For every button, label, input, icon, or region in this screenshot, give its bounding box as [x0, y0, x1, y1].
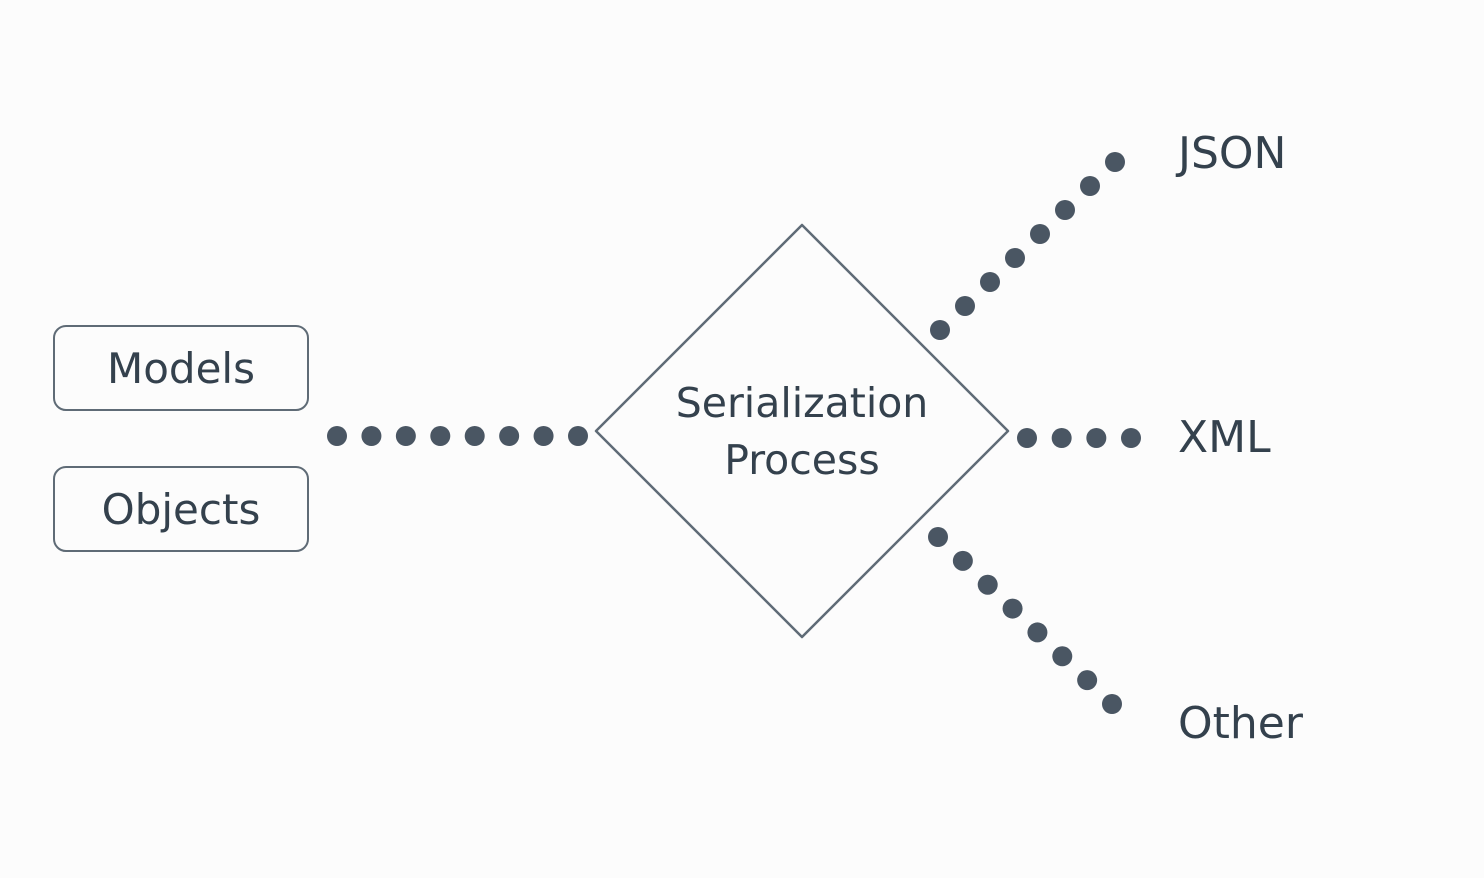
connector-dot: [1121, 428, 1141, 448]
process-diamond: [594, 223, 1010, 639]
connector-dot: [928, 527, 948, 547]
connectors: [327, 152, 1141, 714]
connector-dot: [568, 426, 588, 446]
output-label-xml: XML: [1178, 412, 1271, 463]
connector-dot: [499, 426, 520, 446]
process-label-line1: Serialization: [675, 379, 929, 427]
input-label-models: Models: [107, 343, 255, 393]
input-connector: [327, 426, 588, 446]
connector-dot: [1030, 224, 1050, 244]
input-box-objects: Objects: [53, 466, 309, 552]
connector-dot: [1051, 428, 1072, 448]
input-box-models: Models: [53, 325, 309, 411]
connector-dot: [1027, 622, 1048, 643]
connector-dot: [1086, 428, 1107, 448]
connector-dot: [395, 426, 416, 446]
connector-dot: [430, 426, 451, 446]
connector-dot: [1077, 670, 1098, 691]
connector-dot: [1017, 428, 1037, 448]
connector-dot: [1005, 248, 1025, 268]
connector-dot: [955, 296, 975, 316]
json-connector: [930, 152, 1125, 340]
output-label-json: JSON: [1178, 128, 1287, 179]
other-connector: [928, 527, 1122, 714]
connector-dot: [1055, 200, 1075, 220]
connector-dot: [1052, 646, 1073, 667]
connector-dot: [1002, 598, 1023, 619]
connector-dot: [1102, 694, 1122, 714]
connector-dot: [1105, 152, 1125, 172]
connector-dot: [361, 426, 382, 446]
output-label-other: Other: [1178, 698, 1303, 749]
connector-dot: [533, 426, 554, 446]
process-label-line2: Process: [724, 436, 880, 484]
connector-dot: [952, 550, 973, 571]
xml-connector: [1017, 428, 1141, 448]
connector-dot: [327, 426, 347, 446]
connector-dot: [980, 272, 1000, 292]
input-label-objects: Objects: [101, 484, 261, 534]
connector-dot: [930, 320, 950, 340]
connector-dot: [464, 426, 485, 446]
connector-dot: [1080, 176, 1100, 196]
connector-dot: [977, 574, 998, 595]
